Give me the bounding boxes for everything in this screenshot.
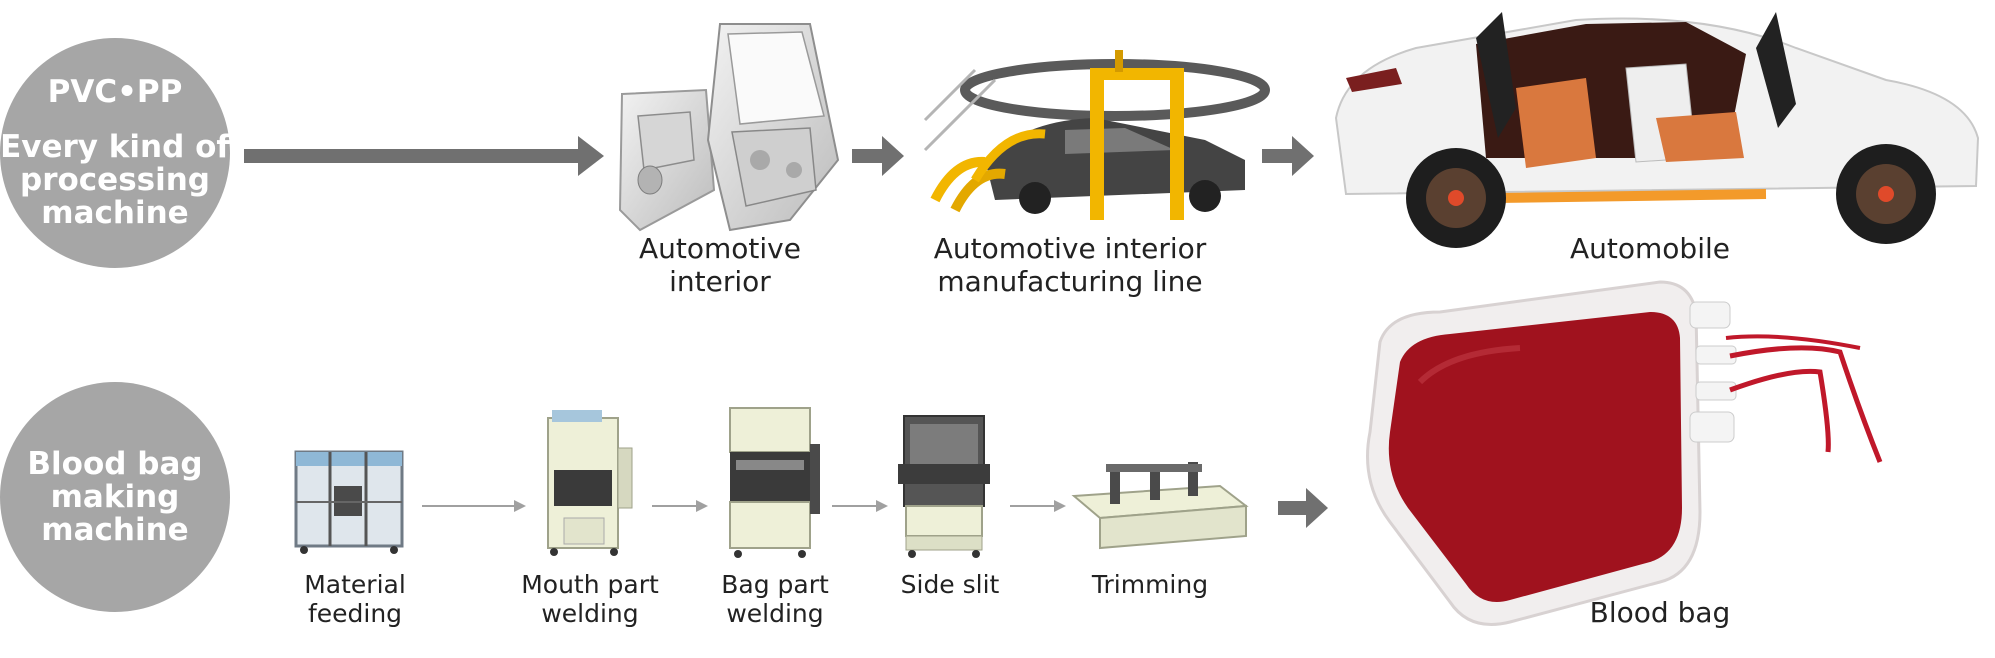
- car-icon: [1334, 12, 1980, 248]
- circle-line: Every kind of: [0, 129, 230, 165]
- small-arrow-icon: [832, 500, 888, 512]
- circle-line: machine: [41, 195, 189, 231]
- trimming-label: Trimming: [1091, 570, 1209, 599]
- circle-title: PVC•PP: [47, 74, 183, 110]
- arrow-right-icon: [852, 136, 904, 176]
- blood-bag-label: Blood bag: [1589, 596, 1731, 629]
- circle-line: machine: [41, 511, 189, 548]
- machine-icon: [294, 450, 404, 554]
- bag-part-welding-label: Bag part welding: [721, 570, 829, 628]
- mouth-part-welding-label: Mouth part welding: [521, 570, 659, 628]
- blood-bag-icon: [1366, 280, 1883, 626]
- circle-line: processing: [20, 162, 210, 198]
- small-arrow-icon: [1010, 500, 1066, 512]
- automotive-interior-label: Automotive interior: [639, 232, 801, 298]
- blood-bag-machine-circle: Blood bag making machine: [0, 382, 230, 612]
- automobile-label: Automobile: [1570, 232, 1730, 265]
- material-feeding-label: Material feeding: [304, 570, 406, 628]
- arrow-right-icon: [1262, 136, 1314, 176]
- circle-line: Blood bag: [27, 445, 203, 482]
- machine-icon: [547, 410, 633, 556]
- arrow-right-icon: [1278, 488, 1328, 528]
- small-arrow-icon: [422, 500, 526, 512]
- long-arrow-icon: [244, 136, 604, 176]
- manufacturing-line-label: Automotive interior manufacturing line: [933, 232, 1207, 298]
- machine-icon: [1071, 462, 1249, 550]
- door-panel-icon: [618, 23, 840, 232]
- pvc-pp-circle: PVC•PP Every kind of processing machine: [0, 38, 230, 268]
- assembly-line-icon: [923, 50, 1270, 220]
- machine-icon: [729, 407, 820, 558]
- machine-icon: [898, 415, 990, 558]
- side-slit-label: Side slit: [900, 570, 1000, 599]
- small-arrow-icon: [652, 500, 708, 512]
- circle-line: making: [50, 478, 180, 515]
